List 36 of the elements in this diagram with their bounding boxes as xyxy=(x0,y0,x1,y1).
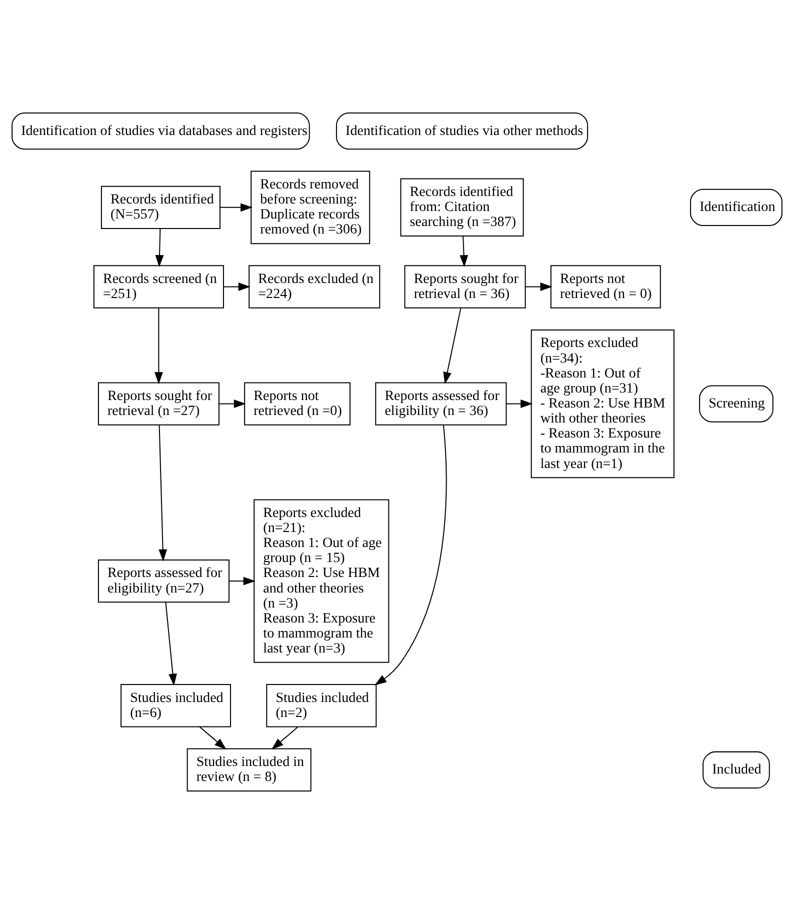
arrow xyxy=(460,236,468,268)
node-box: Reports sought for retrieval (n =27) xyxy=(98,382,220,426)
node-box: Screening xyxy=(699,385,774,422)
arrow xyxy=(525,282,552,291)
node-box: Reports assessed for eligibility (n = 36) xyxy=(375,382,507,426)
arrow xyxy=(224,282,250,291)
node-box: Reports not retrieved (n = 0) xyxy=(550,265,661,308)
node-box: Studies included (n=2) xyxy=(266,684,377,728)
arrow xyxy=(199,726,226,750)
node-box: Records identified (N=557) xyxy=(100,186,220,230)
node-box: Identification xyxy=(690,188,782,226)
node-box: Records screened (n =251) xyxy=(93,265,224,308)
arrow xyxy=(165,602,177,686)
arrow xyxy=(154,308,163,384)
node-box: Records identified from: Citation searching (n =387) xyxy=(400,178,524,237)
arrow xyxy=(220,203,253,212)
node-box: Reports excluded (n=34): -Reason 1: Out of age group (n=31) - Reason 2: Use HBM with other theories - Reason 3: Exposure to mammogram in the last year (n=1) xyxy=(530,329,674,478)
node-box: Reports not retrieved (n =0) xyxy=(244,382,351,426)
node-box: Studies included (n=6) xyxy=(120,684,232,728)
arrow xyxy=(229,576,256,586)
arrow xyxy=(506,400,533,408)
node-box: Reports sought for retrieval (n = 36) xyxy=(404,265,526,308)
node-box: Identification of studies via databases and registers xyxy=(12,112,310,150)
node-box: Records excluded (n =224) xyxy=(248,265,380,308)
node-box: Reports excluded (n=21): Reason 1: Out of age group (n = 15) Reason 2: Use HBM and other theories (n =3) Reason 3: Exposure to mammogram the last year (n=3) xyxy=(254,499,390,663)
arrow xyxy=(155,228,164,268)
node-box: Reports assessed for eligibility (n=27) xyxy=(98,559,230,603)
node-box: Studies included in review (n = 8) xyxy=(186,748,312,792)
node-box: Records removed before screening: Duplicate records removed (n =306) xyxy=(250,170,370,244)
arrow xyxy=(271,726,298,750)
node-box: Included xyxy=(702,751,770,788)
arrow xyxy=(443,308,462,384)
arrow xyxy=(158,424,168,562)
node-box: Identification of studies via other methods xyxy=(336,112,588,150)
arrow xyxy=(374,425,447,686)
arrow xyxy=(219,400,246,408)
